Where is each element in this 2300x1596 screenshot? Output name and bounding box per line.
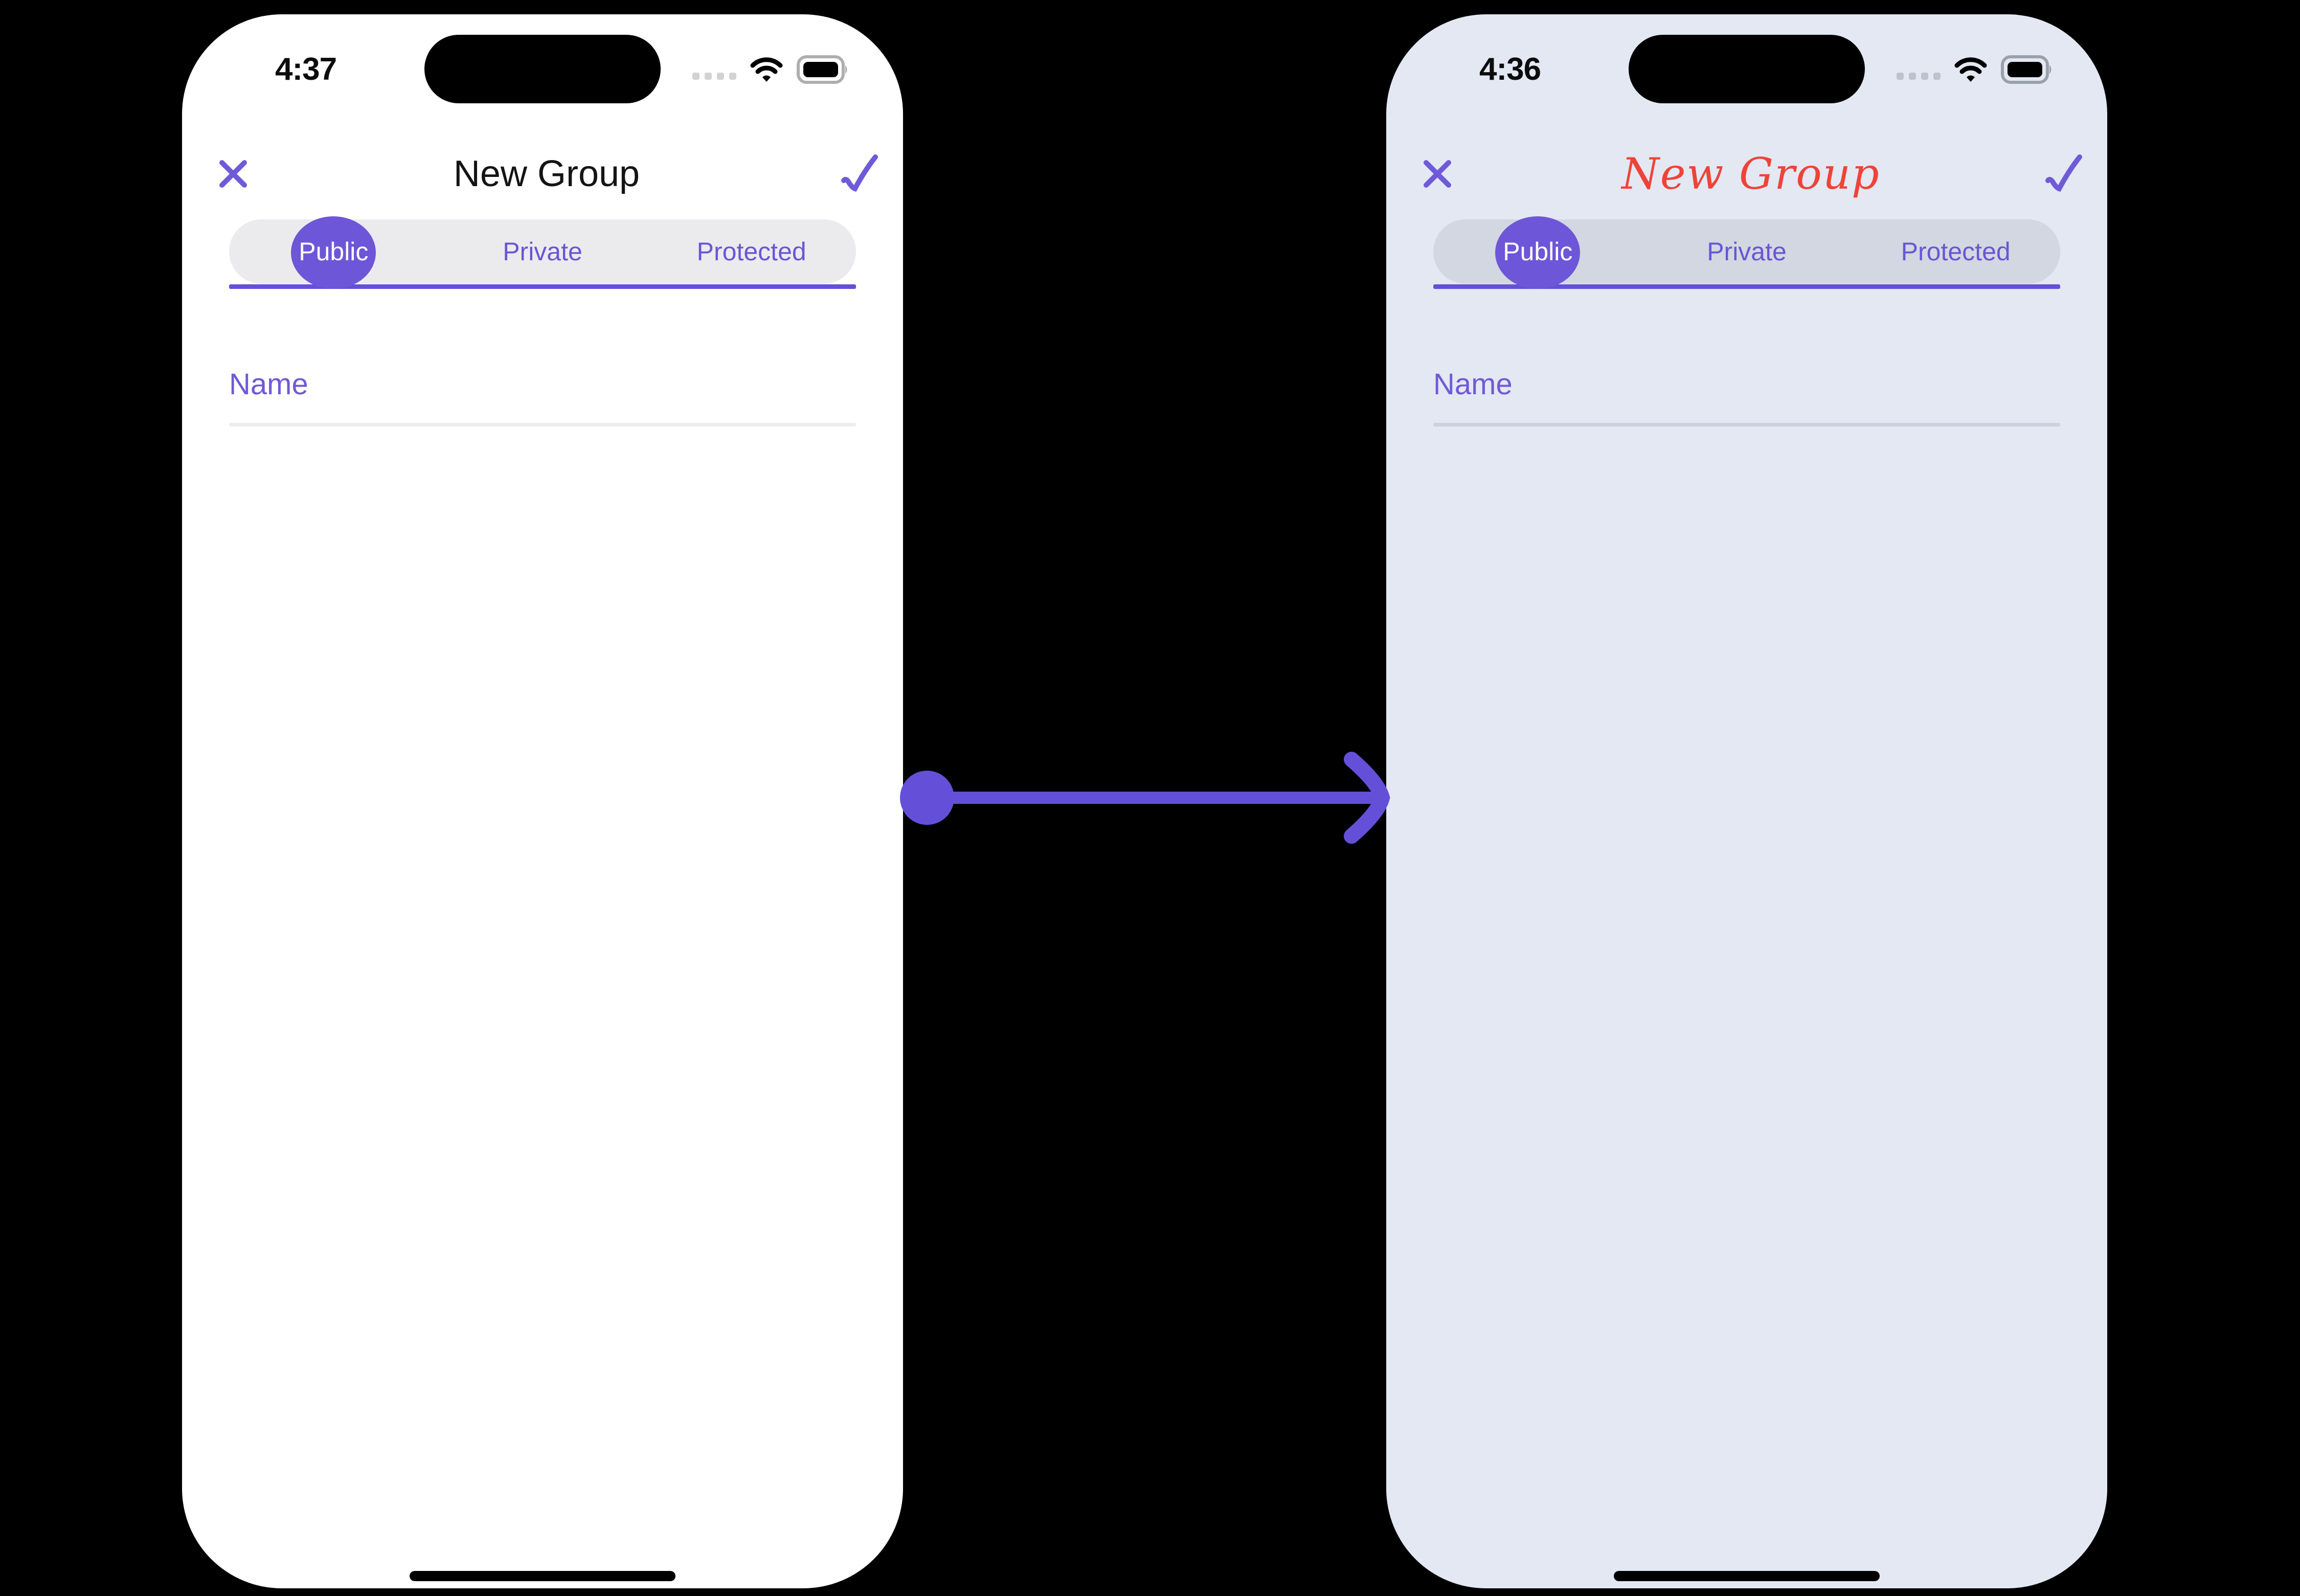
status-bar: 4:37 [182, 14, 903, 104]
close-icon [1424, 160, 1451, 188]
confirm-button[interactable] [840, 148, 881, 199]
check-icon [2045, 154, 2082, 192]
phone-frame-right: 4:36 New Group [1386, 14, 2107, 1588]
name-input[interactable] [229, 367, 856, 401]
transition-arrow [900, 752, 1390, 844]
page-title: New Group [453, 153, 640, 194]
group-name-field [1433, 367, 2060, 426]
battery-icon [797, 55, 847, 84]
tab-protected[interactable]: Protected [696, 237, 806, 266]
tab-private[interactable]: Private [503, 237, 582, 266]
segmented-control-underline [1433, 284, 2060, 289]
visibility-segmented-control: Public Private Protected [229, 216, 856, 289]
wifi-icon [750, 57, 783, 82]
home-indicator[interactable] [1614, 1571, 1880, 1581]
name-field-underline [1433, 423, 2060, 426]
cellular-signal-icon [1897, 73, 1941, 80]
close-icon [219, 160, 247, 188]
dynamic-island [1629, 35, 1865, 103]
page-title: New Group [1621, 149, 1880, 199]
tab-protected[interactable]: Protected [1901, 237, 2011, 266]
status-time: 4:36 [1479, 52, 1541, 87]
tab-public[interactable]: Public [229, 216, 438, 289]
status-icons [692, 55, 850, 84]
name-input[interactable] [1433, 367, 2060, 401]
close-button[interactable] [213, 148, 254, 199]
segmented-control-underline [229, 284, 856, 289]
check-icon [841, 154, 878, 192]
nav-bar: New Group [213, 143, 881, 205]
arrow-head [1344, 752, 1390, 844]
tab-private[interactable]: Private [1707, 237, 1787, 266]
selected-tab-bubble [291, 216, 376, 289]
phone-frame-left: 4:37 New Group [182, 14, 903, 1588]
wifi-icon [1954, 57, 1987, 82]
home-indicator[interactable] [410, 1571, 675, 1581]
confirm-button[interactable] [2044, 148, 2085, 199]
status-icons [1897, 55, 2054, 84]
dynamic-island [424, 35, 661, 103]
nav-bar: New Group [1417, 143, 2085, 205]
group-name-field [229, 367, 856, 426]
tab-public[interactable]: Public [1433, 216, 1642, 289]
name-field-underline [229, 423, 856, 426]
selected-tab-bubble [1495, 216, 1581, 289]
close-button[interactable] [1417, 148, 1458, 199]
status-bar: 4:36 [1386, 14, 2107, 104]
visibility-segmented-control: Public Private Protected [1433, 216, 2060, 289]
status-time: 4:37 [275, 52, 337, 87]
cellular-signal-icon [692, 73, 736, 80]
battery-icon [2001, 55, 2051, 84]
